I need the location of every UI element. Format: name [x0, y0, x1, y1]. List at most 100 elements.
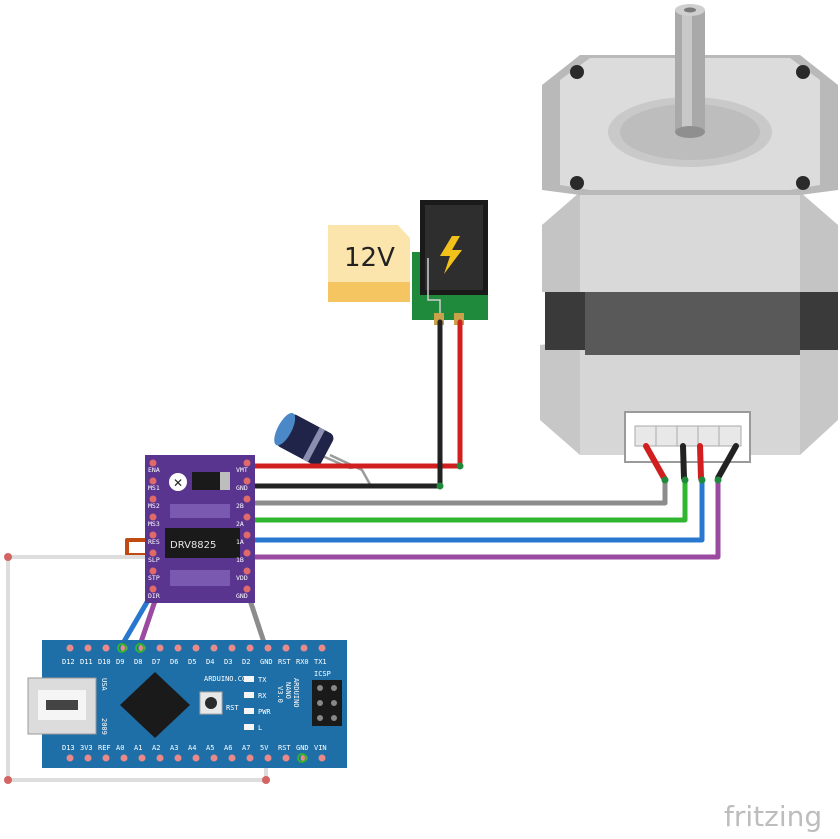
arduino-pin — [264, 754, 272, 762]
icsp-label: ICSP — [314, 670, 331, 678]
junction — [698, 476, 706, 484]
driver-pin — [243, 549, 251, 557]
arduino-pin — [192, 754, 200, 762]
icsp-pin — [331, 685, 337, 691]
driver-pin-label: ENA — [148, 466, 160, 474]
arduino-pin — [138, 754, 146, 762]
jumper-res-slp — [125, 538, 149, 557]
junction — [436, 482, 444, 490]
led-label: PWR — [258, 708, 271, 716]
arduino-pin-label: A0 — [116, 744, 124, 752]
arduino-pin-label: GND — [296, 744, 309, 752]
led-label: TX — [258, 676, 267, 684]
junction — [456, 462, 464, 470]
motor-upper-face — [580, 192, 800, 292]
brand-text: ARDUINO.CC — [204, 675, 246, 683]
arduino-pin-label: RST — [278, 658, 291, 666]
arduino-pin — [264, 644, 272, 652]
driver-pin-label: 1B — [236, 556, 244, 564]
arduino-pin-label: D3 — [224, 658, 232, 666]
mount-hole — [570, 65, 584, 79]
driver-pin-label: 1A — [236, 538, 244, 546]
arduino-pin — [210, 754, 218, 762]
arduino-pin-label: A4 — [188, 744, 196, 752]
arduino-pin-label: A1 — [134, 744, 142, 752]
power-label: 12V — [344, 243, 395, 273]
driver-component — [220, 472, 230, 490]
jack-trace — [427, 258, 441, 318]
junction — [4, 776, 12, 784]
arduino-pin — [156, 644, 164, 652]
icsp-pin — [317, 685, 323, 691]
arduino-pin — [318, 644, 326, 652]
driver-pin-label: RES — [148, 538, 160, 546]
jack-pin — [454, 313, 464, 325]
arduino-pin — [120, 754, 128, 762]
arduino-pin — [228, 644, 236, 652]
driver-pin — [149, 567, 157, 575]
driver-pin-label: VDD — [236, 574, 248, 582]
arduino-pin-label: D8 — [134, 658, 142, 666]
arduino-pin — [84, 754, 92, 762]
driver-pin — [149, 531, 157, 539]
led-pwr — [244, 708, 254, 714]
junction — [262, 776, 270, 784]
arduino-pin-label: 3V3 — [80, 744, 93, 752]
driver-silk — [170, 570, 230, 586]
junction — [297, 753, 307, 763]
arduino-pin-label: REF — [98, 744, 111, 752]
driver-pin-label: GND — [236, 592, 248, 600]
arduino-pin — [282, 754, 290, 762]
led-l — [244, 724, 254, 730]
arduino-pin — [246, 754, 254, 762]
driver-pin — [243, 495, 251, 503]
arduino-pin-label: D13 — [62, 744, 75, 752]
icsp-header — [312, 680, 342, 726]
driver-chip — [165, 528, 240, 558]
usa-label: USA — [100, 678, 108, 691]
power-label-tag: 12V — [328, 225, 410, 302]
driver-pin — [243, 585, 251, 593]
wire-1a-blue — [244, 475, 705, 543]
junction — [135, 643, 145, 653]
fritzing-watermark: fritzing — [724, 800, 822, 833]
driver-chip-label: DRV8825 — [170, 540, 216, 551]
driver-pin — [243, 513, 251, 521]
arduino-pin-label: D9 — [116, 658, 124, 666]
junction — [681, 476, 689, 484]
arduino-pin — [192, 644, 200, 652]
arduino-pin — [174, 644, 182, 652]
reset-button-cap[interactable] — [205, 697, 217, 709]
arduino-pin-label: D12 — [62, 658, 75, 666]
arduino-pin — [282, 644, 290, 652]
driver-pin-label: 2B — [236, 502, 244, 510]
arduino-pin-label: GND — [260, 658, 273, 666]
trim-pot — [169, 473, 187, 491]
jack-face — [425, 205, 483, 290]
motor-lead-black — [680, 443, 687, 481]
motor-lead-red — [643, 443, 667, 481]
arduino-pin-label: D7 — [152, 658, 160, 666]
mount-hole — [796, 65, 810, 79]
driver-pin — [149, 549, 157, 557]
arduino-pin-label: D4 — [206, 658, 214, 666]
driver-pin — [149, 513, 157, 521]
arduino-pin — [174, 754, 182, 762]
icsp-pin — [317, 700, 323, 706]
mcu-chip — [120, 672, 190, 738]
label-tag-band — [328, 282, 410, 302]
driver-pin — [243, 477, 251, 485]
motor-shaft-highlight — [682, 10, 692, 132]
arduino-pin-label: VIN — [314, 744, 327, 752]
motor-shaft-hole — [684, 7, 696, 13]
junction — [714, 476, 722, 484]
capacitor-top — [274, 412, 296, 446]
wire-endpoints — [4, 462, 722, 784]
driver-component — [192, 472, 220, 490]
driver-pin-label: DIR — [148, 592, 160, 600]
reset-label: RST — [226, 704, 239, 712]
arduino-pin — [84, 644, 92, 652]
arduino-pin-label: A5 — [206, 744, 214, 752]
